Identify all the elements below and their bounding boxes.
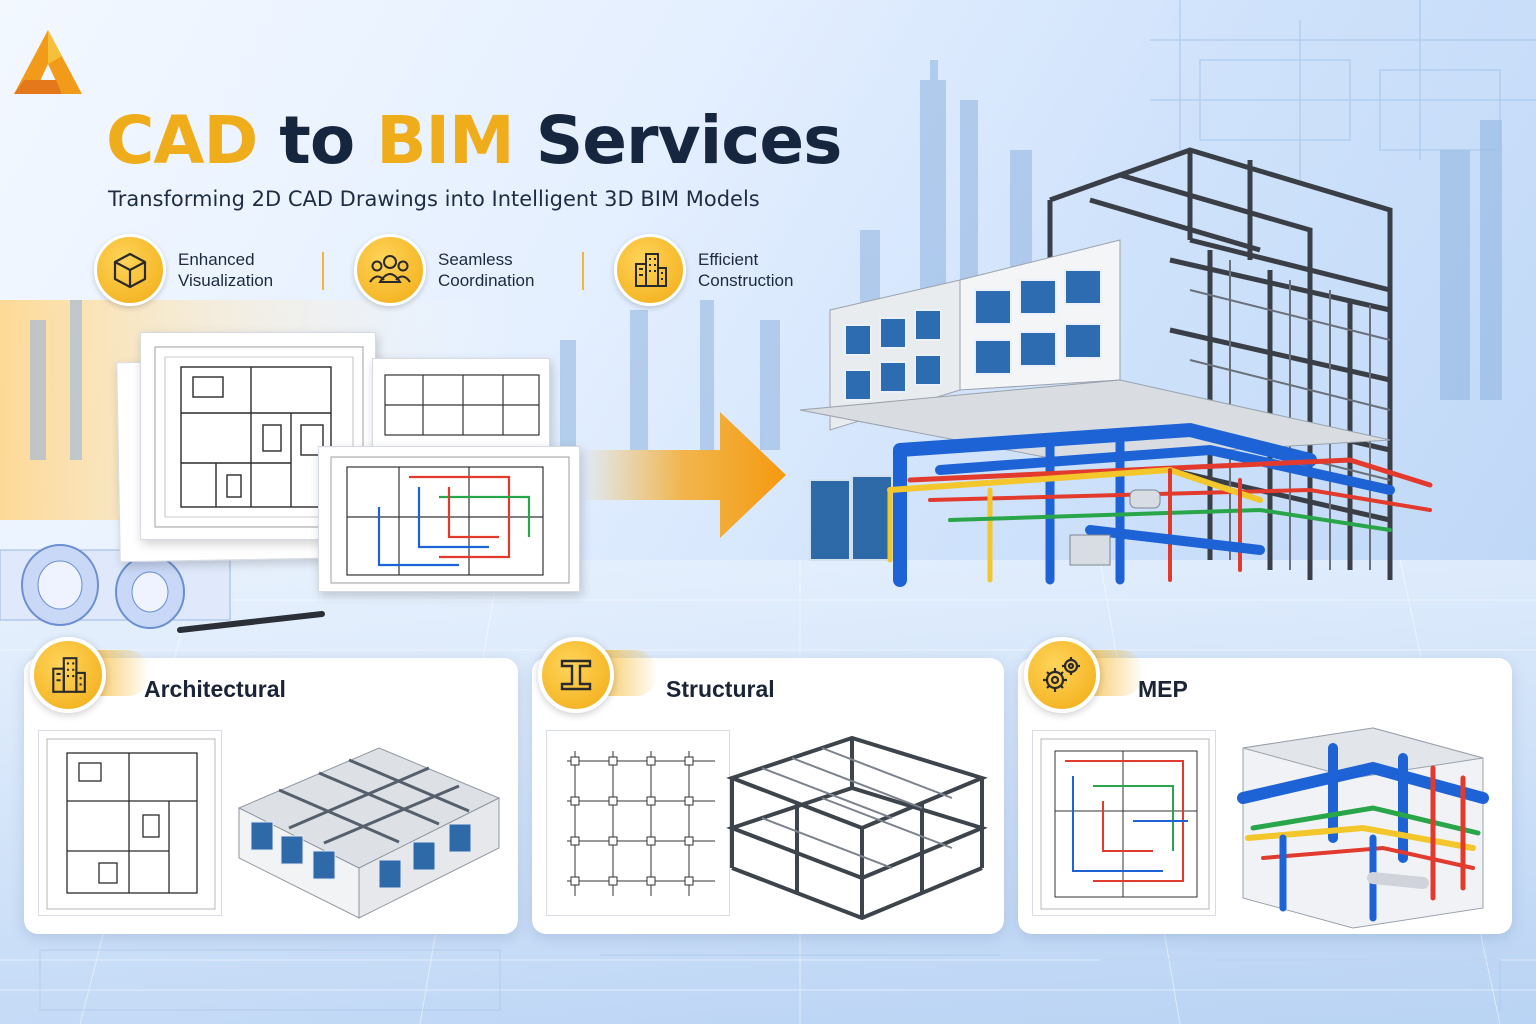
page-title: CAD to BIM Services [106,108,842,174]
card-title: Structural [666,676,775,702]
benefit-line2: Construction [698,271,794,290]
divider [582,252,584,290]
benefit-line1: Efficient [698,250,759,269]
architectural-3d-model [237,747,501,919]
structural-3d-model [726,735,988,921]
cad-grid-sheet [372,358,550,448]
divider [322,252,324,290]
benefit-visualization: Enhanced Visualization [94,234,273,306]
mep-plan-drawing [1032,730,1216,916]
card-structural[interactable]: Structural [532,637,1004,934]
bim-building-model [799,147,1433,587]
benefit-construction: Efficient Construction [614,234,793,306]
title-services: Services [535,102,843,179]
gears-icon [1024,637,1100,713]
arrow-icon [580,412,786,538]
benefit-line2: Coordination [438,271,535,290]
card-tab [538,637,658,713]
cube-icon [94,234,166,306]
team-icon [354,234,426,306]
benefit-line1: Enhanced [178,250,255,269]
card-tab [30,637,150,713]
card-mep[interactable]: MEP [1018,637,1512,934]
beam-icon [538,637,614,713]
buildings-icon [614,234,686,306]
architectural-plan-drawing [38,730,222,916]
card-tab [1024,637,1144,713]
mep-3d-model [1237,727,1489,929]
blueprint-rolls [0,544,325,633]
brand-logo [14,30,82,94]
page-subtitle: Transforming 2D CAD Drawings into Intell… [108,187,760,211]
card-title: MEP [1138,676,1188,702]
card-architectural[interactable]: Architectural [24,637,518,934]
title-to: to [279,102,355,179]
benefit-line2: Visualization [178,271,274,290]
card-title: Architectural [144,676,286,702]
buildings-icon [30,637,106,713]
benefit-line1: Seamless [438,250,513,269]
title-bim: BIM [376,102,515,179]
cad-mep-plan-sheet [318,446,580,592]
title-cad: CAD [106,102,258,179]
structural-grid-drawing [546,730,730,916]
benefit-coordination: Seamless Coordination [354,234,534,306]
